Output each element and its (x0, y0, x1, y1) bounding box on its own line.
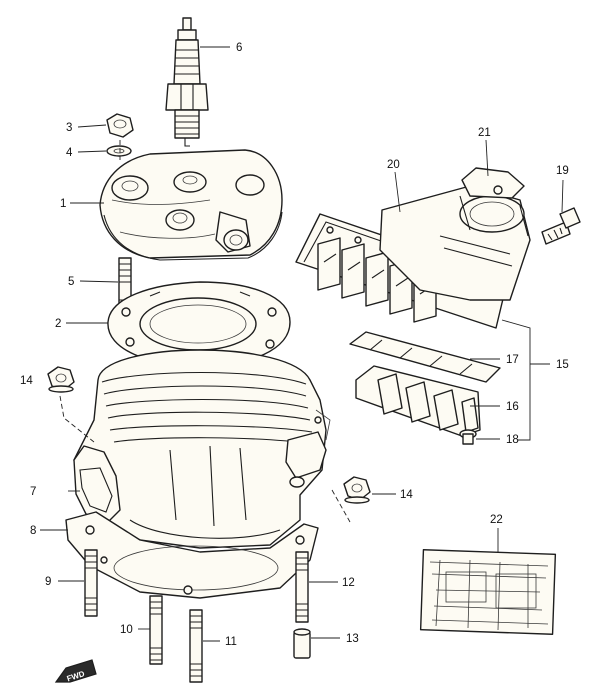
head-gasket (107, 281, 291, 367)
callout-15: 15 (556, 359, 569, 371)
callout-17: 17 (506, 354, 519, 366)
callout-labels: 6 3 4 1 5 2 14 7 8 9 10 11 12 13 14 15 1… (20, 42, 569, 648)
callout-19: 19 (556, 165, 569, 177)
flange-nut-left (47, 366, 75, 393)
washer (106, 145, 132, 157)
mounting-bolt (541, 207, 581, 245)
callout-18: 18 (506, 434, 519, 446)
callout-11: 11 (225, 636, 237, 648)
stud-bolt-12 (295, 551, 309, 623)
fwd-arrow-icon: FWD (54, 659, 97, 683)
callout-4: 4 (66, 147, 73, 159)
callout-1: 1 (60, 198, 66, 210)
intake-manifold (379, 167, 531, 301)
small-screw (459, 429, 477, 445)
callout-3: 3 (66, 122, 72, 134)
callout-5: 5 (68, 276, 74, 288)
callout-8: 8 (30, 525, 36, 537)
callout-2: 2 (55, 318, 61, 330)
reed-stopper (355, 365, 481, 437)
base-gasket (65, 511, 319, 599)
callout-13: 13 (346, 633, 359, 645)
callout-16: 16 (506, 401, 519, 413)
flange-nut-right (343, 476, 371, 504)
reed-petals (349, 331, 501, 383)
leader-lines (40, 46, 564, 642)
spark-plug (165, 17, 209, 147)
dowel-pin (293, 628, 311, 659)
callout-14-right: 14 (400, 489, 413, 501)
head-nut (106, 113, 134, 138)
callout-9: 9 (45, 576, 51, 588)
callout-22: 22 (490, 514, 503, 526)
callout-21: 21 (478, 127, 491, 139)
callout-7: 7 (30, 486, 36, 498)
stud-bolt-11 (189, 609, 203, 683)
gasket-set-packet (419, 549, 557, 635)
stud-bolt-10 (149, 595, 163, 665)
cylinder-block (73, 349, 331, 549)
callout-14-left: 14 (20, 375, 33, 387)
stud-bolt-9 (84, 549, 98, 617)
callout-12: 12 (342, 577, 355, 589)
callout-20: 20 (387, 159, 400, 171)
callout-10: 10 (120, 624, 133, 636)
callout-6: 6 (236, 42, 242, 54)
cylinder-head (99, 149, 283, 261)
